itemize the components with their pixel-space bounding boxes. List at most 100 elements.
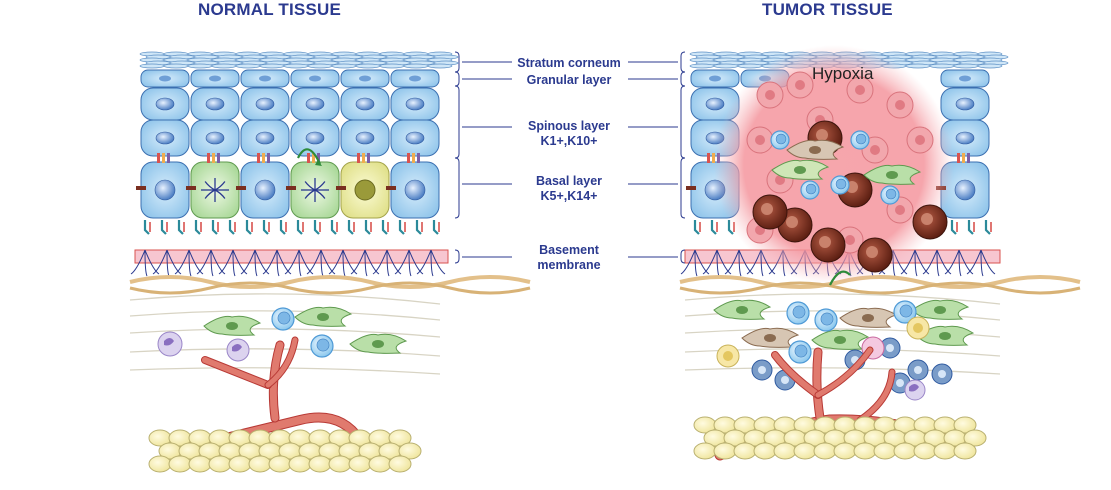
tumor-cell-nucleus	[761, 203, 773, 215]
desmosome	[317, 153, 320, 163]
stratum-corneum-flake	[355, 63, 381, 69]
lymphocyte-nucleus	[781, 376, 789, 384]
adherens-junction	[286, 186, 296, 190]
adipocyte	[388, 429, 412, 447]
anchoring-fibril	[218, 249, 248, 277]
granular-nucleus	[209, 75, 221, 82]
fibroblast-nucleus	[764, 334, 776, 342]
adipocyte	[753, 442, 777, 460]
mitotic-spindle	[304, 181, 316, 191]
desmosome	[412, 153, 415, 163]
layer-label-basement-membrane: Basement membrane	[499, 243, 639, 273]
tumor-tissue-panel	[679, 45, 1081, 461]
adipocyte	[933, 442, 957, 460]
desmosome	[212, 153, 215, 163]
mast-cell-nucleus	[723, 351, 733, 361]
spinous-nucleus	[255, 97, 275, 111]
desmosome	[407, 153, 410, 163]
integrin	[330, 220, 337, 235]
immune-cell-nucleus	[835, 178, 847, 190]
stratum-corneum-flake	[713, 63, 739, 69]
immune-cell-nucleus	[794, 344, 808, 358]
adherens-junction	[236, 186, 246, 190]
adipocyte	[288, 455, 312, 473]
integrin	[727, 220, 734, 235]
integrin	[296, 220, 303, 235]
hypoxic-cell-nucleus	[775, 175, 785, 185]
layer-label-stratum-corneum: Stratum corneum	[499, 56, 639, 71]
stratum-corneum-flake	[283, 63, 309, 69]
stratum-corneum-flake	[307, 63, 333, 69]
anchoring-fibril	[944, 249, 974, 277]
layer-label-spinous: Spinous layer K1+,K10+	[499, 119, 639, 149]
mitotic-spindle	[214, 189, 226, 199]
mitotic-spindle	[314, 181, 326, 191]
anchoring-fibril	[240, 249, 270, 277]
integrin	[177, 220, 184, 235]
tumor-cell-nucleus	[921, 213, 933, 225]
fibroblast-nucleus	[862, 314, 874, 322]
layer-bracket-left	[454, 85, 460, 159]
integrin	[950, 220, 957, 235]
desmosome	[157, 153, 160, 163]
spinous-nucleus	[305, 97, 325, 111]
stratum-corneum-flake	[139, 63, 165, 69]
immune-cell-nucleus	[855, 133, 867, 145]
anchoring-fibril	[966, 249, 996, 277]
desmosome	[362, 153, 365, 163]
blood-vessel	[202, 357, 271, 388]
adipocyte	[913, 442, 937, 460]
fibroblast-nucleus	[226, 322, 238, 330]
fibroblast-nucleus	[934, 306, 946, 314]
adipocyte	[773, 442, 797, 460]
stratum-corneum-flake	[163, 63, 189, 69]
integrin	[415, 220, 422, 235]
invasion-arrow	[829, 270, 851, 286]
hypoxia-label: Hypoxia	[812, 64, 874, 83]
stratum-corneum-flake	[379, 63, 405, 69]
layer-label-line1: Stratum corneum	[517, 56, 621, 70]
hypoxic-cell-nucleus	[895, 100, 905, 110]
dermal-collagen-line	[684, 293, 1001, 305]
desmosome	[707, 153, 710, 163]
adherens-junction	[186, 186, 196, 190]
mast-cell-nucleus	[913, 323, 923, 333]
adipocyte	[328, 455, 352, 473]
collagen-fiber	[679, 275, 1081, 289]
stratum-corneum-flake	[331, 63, 357, 69]
layer-label-line1: Basement	[539, 243, 599, 257]
adipocyte	[368, 455, 392, 473]
integrin	[364, 220, 371, 235]
mitotic-spindle	[314, 189, 326, 199]
adipocyte	[228, 455, 252, 473]
fibroblast-nucleus	[736, 306, 748, 314]
spinous-nucleus	[705, 97, 725, 111]
granular-nucleus	[709, 75, 721, 82]
fibroblast-nucleus	[317, 313, 329, 321]
stratum-corneum-flake	[259, 63, 285, 69]
spinous-nucleus	[405, 97, 425, 111]
desmosome	[712, 153, 715, 163]
adherens-junction	[136, 186, 146, 190]
adipocyte	[308, 455, 332, 473]
layer-bracket-right	[680, 71, 686, 87]
anchoring-fibril	[196, 249, 226, 277]
granular-nucleus	[359, 75, 371, 82]
layer-bracket-left	[454, 157, 460, 219]
adipocyte	[733, 442, 757, 460]
layer-bracket-right	[680, 249, 686, 264]
lymphocyte-nucleus	[896, 379, 904, 387]
layer-label-line2: K5+,K14+	[540, 189, 598, 203]
tumor-cell-nucleus	[866, 246, 878, 258]
basal-nucleus	[404, 179, 426, 201]
desmosome	[357, 153, 360, 163]
integrin	[262, 220, 269, 235]
anchoring-fibril	[394, 249, 424, 277]
spinous-nucleus	[155, 131, 175, 145]
adipocyte	[148, 455, 172, 473]
spinous-nucleus	[355, 131, 375, 145]
desmosome	[162, 153, 165, 163]
spinous-nucleus	[955, 131, 975, 145]
stratum-corneum-flake	[929, 63, 955, 69]
